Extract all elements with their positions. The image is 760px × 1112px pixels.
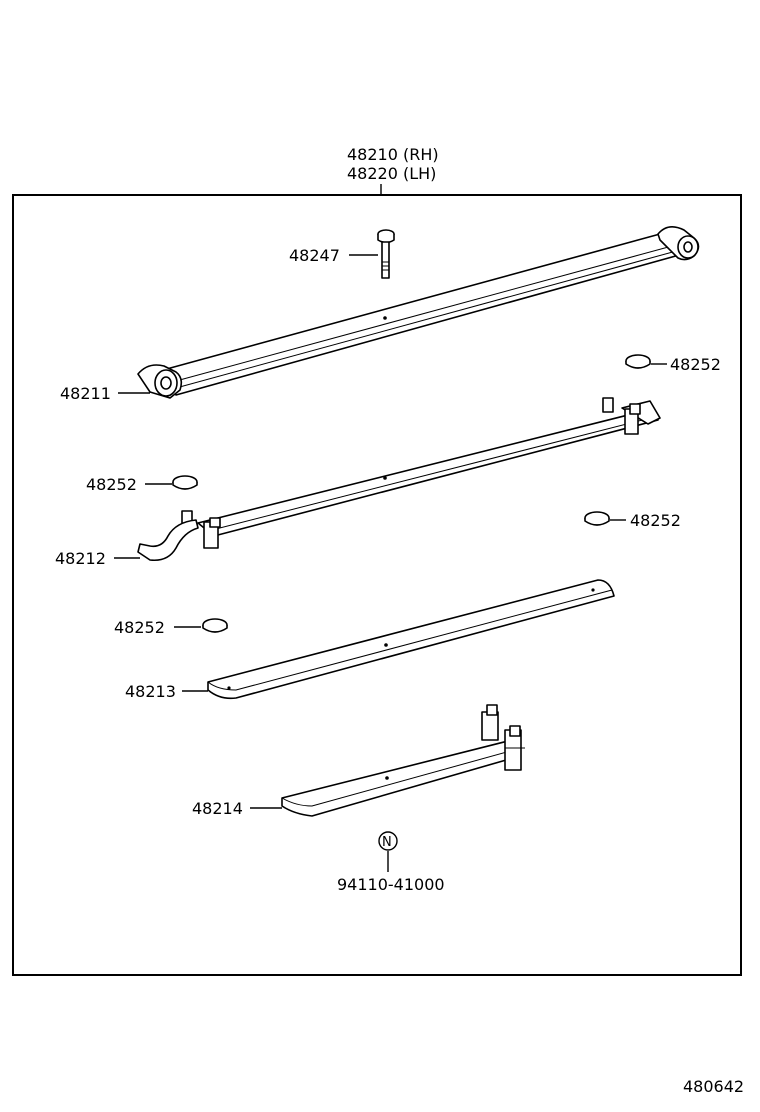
main-leaf-label: 48211 xyxy=(60,384,111,403)
assembly-label-rh: 48210 (RH) xyxy=(347,145,439,164)
second-leaf-label: 48212 xyxy=(55,549,106,568)
assembly-frame xyxy=(12,194,742,976)
insert-4-label: 48252 xyxy=(114,618,165,637)
nut-label: 94110-41000 xyxy=(337,875,445,894)
main-leaf xyxy=(137,226,700,399)
illustration-id: 480642 xyxy=(683,1077,744,1096)
insert-1-label: 48252 xyxy=(670,355,721,374)
leaf-insert-2 xyxy=(172,475,198,490)
assembly-label-lh: 48220 (LH) xyxy=(347,164,436,183)
bolt-label: 48247 xyxy=(289,246,340,265)
nut-code: N xyxy=(382,835,392,850)
second-leaf xyxy=(137,397,661,562)
insert-2-label: 48252 xyxy=(86,475,137,494)
insert-3-label: 48252 xyxy=(630,511,681,530)
third-leaf xyxy=(207,579,615,700)
center-bolt xyxy=(377,229,395,279)
fourth-leaf-label: 48214 xyxy=(192,799,243,818)
leaf-insert-4 xyxy=(202,618,228,633)
leaf-insert-3 xyxy=(584,511,610,526)
fourth-leaf xyxy=(281,704,525,817)
third-leaf-label: 48213 xyxy=(125,682,176,701)
nut-marker xyxy=(378,831,398,851)
leaf-insert-1 xyxy=(625,354,651,369)
